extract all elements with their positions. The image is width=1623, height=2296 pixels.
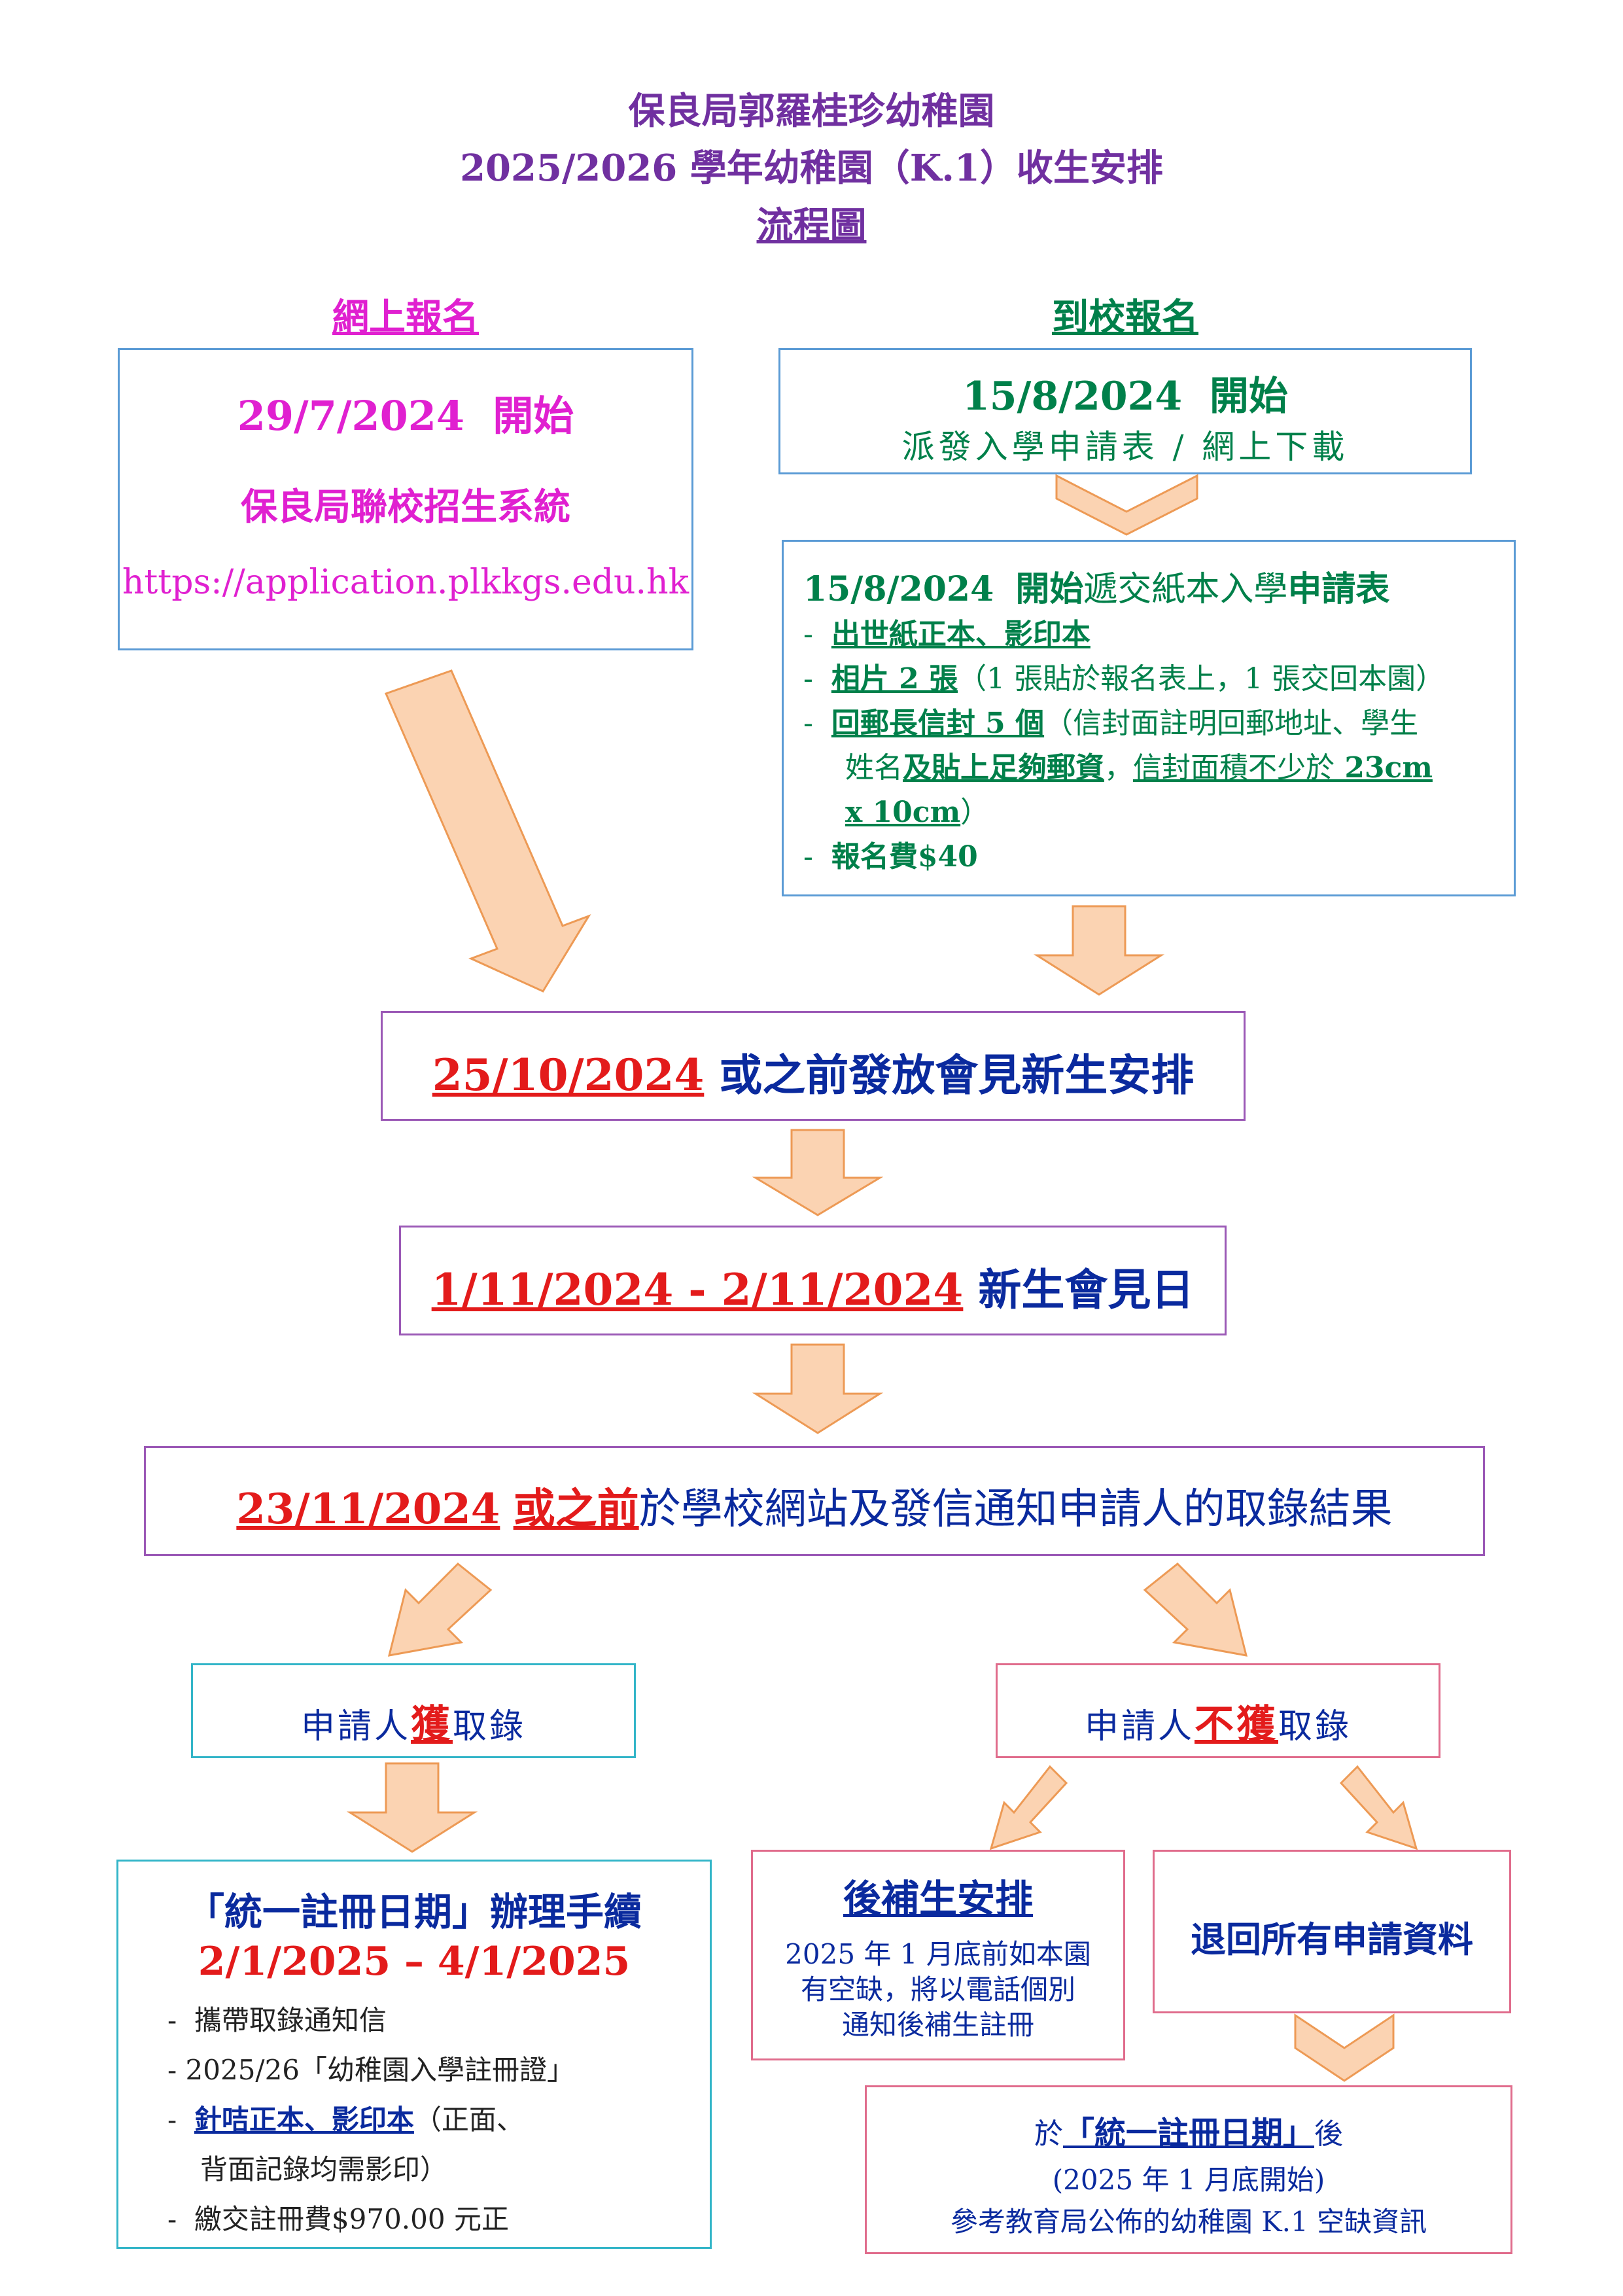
paper-submission-box: 15/8/2024 開始遞交紙本入學申請表 - 出世紙正本、影印本 - 相片 2… (782, 540, 1516, 896)
down-arrow-icon (347, 1762, 478, 1853)
registration-item: - 繳交註冊費$970.00 元正 (167, 2203, 509, 2235)
registration-item: - 針咭正本、影印本（正面、 (167, 2104, 524, 2136)
requirement-envelopes-cont: 姓名及貼上足夠郵資，信封面積不少於 23cm (845, 751, 1433, 785)
admission-result-box: 23/11/2024 或之前於學校網站及發信通知申請人的取錄結果 (144, 1446, 1485, 1556)
registration-item: - 2025/26「幼稚園入學註冊證」 (167, 2054, 575, 2086)
online-start-date: 29/7/2024 開始 (237, 392, 574, 440)
requirement-fee: - 報名費$40 (803, 840, 978, 874)
online-heading: 網上報名 (332, 296, 479, 339)
return-documents-box: 退回所有申請資料 (1153, 1850, 1511, 2013)
admission-result-text: 23/11/2024 或之前於學校網站及發信通知申請人的取錄結果 (236, 1485, 1393, 1534)
requirements-list: - 出世紙正本、影印本 - 相片 2 張（1 張貼於報名表上，1 張交回本園） … (803, 612, 1503, 879)
not-admitted-text: 申請人不獲取錄 (1084, 1702, 1352, 1748)
online-application-link[interactable]: https://application.plkkgs.edu.hk (122, 563, 689, 602)
requirement-envelopes: - 回郵長信封 5 個（信封面註明回郵地址、學生 (803, 707, 1419, 740)
registration-box: 「統一註冊日期」辦理手續 2/1/2025 – 4/1/2025 - 攜帶取錄通… (116, 1860, 712, 2249)
inperson-application-box: 15/8/2024 開始 派發入學申請表 / 網上下載 (778, 348, 1472, 474)
registration-dates: 2/1/2025 – 4/1/2025 (198, 1939, 631, 1985)
inperson-start-date: 15/8/2024 開始 (962, 374, 1288, 419)
interview-day-text: 1/11/2024 - 2/11/2024 新生會見日 (431, 1264, 1195, 1315)
requirement-envelope-size: x 10cm） (845, 796, 990, 829)
diagonal-arrow-icon (1339, 1765, 1418, 1850)
submission-heading: 15/8/2024 開始遞交紙本入學申請表 (803, 569, 1390, 609)
diagonal-arrow-icon (989, 1765, 1068, 1850)
diagonal-arrow-icon (1143, 1562, 1248, 1657)
admitted-box: 申請人獲取錄 (191, 1663, 636, 1758)
registration-checklist: - 攜帶取錄通知信 - 2025/26「幼稚園入學註冊證」 - 針咭正本、影印本… (167, 1996, 704, 2244)
after-registration-box: 於「統一註冊日期」後 (2025 年 1 月底開始) 參考教育局公佈的幼稚園 K… (865, 2085, 1512, 2254)
interview-day-box: 1/11/2024 - 2/11/2024 新生會見日 (399, 1226, 1227, 1335)
online-application-box: 29/7/2024 開始 保良局聯校招生系統 https://applicati… (118, 348, 693, 650)
down-arrow-icon (752, 1343, 883, 1434)
admitted-text: 申請人獲取錄 (300, 1702, 527, 1748)
chevron-down-icon (1294, 2013, 1395, 2082)
school-name: 保良局郭羅桂珍幼稚園 (628, 90, 995, 133)
return-documents-text: 退回所有申請資料 (1191, 1918, 1473, 1960)
waitlist-description: 2025 年 1 月底前如本園 有空缺，將以電話個別 通知後補生註冊 (785, 1938, 1091, 2041)
inperson-heading: 到校報名 (1052, 296, 1198, 339)
interview-notice-box: 25/10/2024 或之前發放會見新生安排 (381, 1011, 1246, 1121)
not-admitted-box: 申請人不獲取錄 (996, 1663, 1440, 1758)
down-arrow-icon (752, 1129, 883, 1216)
diagonal-arrow-icon (387, 1562, 493, 1657)
flowchart-label: 流程圖 (756, 204, 867, 247)
after-registration-info: 參考教育局公佈的幼稚園 K.1 空缺資訊 (950, 2206, 1427, 2238)
registration-title: 「統一註冊日期」辦理手續 (186, 1890, 642, 1934)
after-registration-start: (2025 年 1 月底開始) (1052, 2164, 1325, 2196)
after-registration-heading: 於「統一註冊日期」後 (1034, 2115, 1343, 2151)
document-subtitle: 流程圖 (0, 196, 1623, 249)
requirement-birth-cert: - 出世紙正本、影印本 (803, 618, 1091, 651)
chevron-down-icon (1055, 474, 1198, 536)
requirement-photos: - 相片 2 張（1 張貼於報名表上，1 張交回本園） (803, 662, 1445, 696)
waitlist-title: 後補生安排 (843, 1877, 1033, 1921)
waitlist-box: 後補生安排 2025 年 1 月底前如本園 有空缺，將以電話個別 通知後補生註冊 (751, 1850, 1125, 2060)
registration-item: - 攜帶取錄通知信 (167, 2004, 387, 2036)
registration-item-cont: 背面記錄均需影印） (200, 2153, 448, 2185)
interview-notice-text: 25/10/2024 或之前發放會見新生安排 (432, 1050, 1195, 1101)
online-system-name: 保良局聯校招生系統 (241, 486, 570, 529)
document-title: 2025/2026 學年幼稚園（K.1）收生安排 (460, 147, 1163, 190)
inperson-form-distribution: 派發入學申請表 / 網上下載 (901, 428, 1349, 466)
down-arrow-icon (1034, 905, 1164, 996)
diagonal-arrow-icon (384, 669, 591, 993)
